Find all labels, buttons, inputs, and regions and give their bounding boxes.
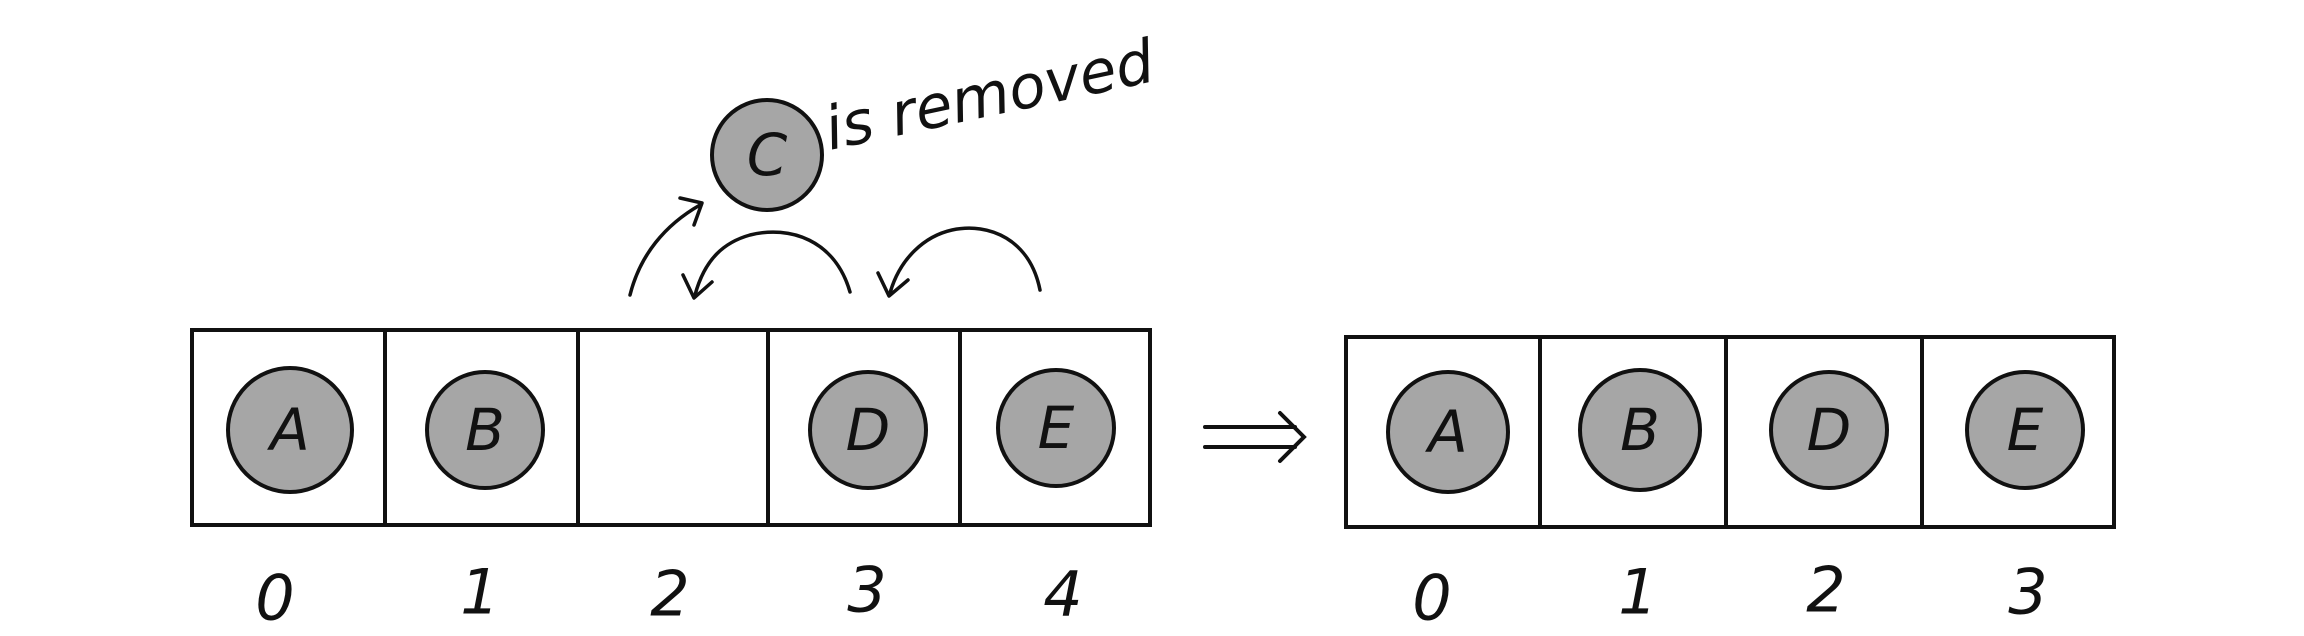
after-index-label: 1 xyxy=(1618,556,1657,629)
removed-ball xyxy=(710,98,824,212)
after-ball-label: D xyxy=(1807,396,1852,464)
after-ball xyxy=(1578,368,1702,492)
before-ball xyxy=(425,370,545,490)
removed-element: C is removed xyxy=(710,27,1161,212)
array-before: A B D E 0 1 2 3 4 xyxy=(190,328,1152,635)
after-ball-label: A xyxy=(1424,398,1468,466)
before-ball-label: D xyxy=(846,396,891,464)
after-ball-label: E xyxy=(2007,396,2044,464)
after-ball xyxy=(1769,370,1889,490)
before-ball-label: E xyxy=(1038,394,1075,462)
before-index-label: 0 xyxy=(255,562,294,635)
array-after: A B D E 0 1 2 3 xyxy=(1344,335,2116,635)
arrow-e-shift-left xyxy=(888,226,1042,295)
arrow-d-shift-left-head xyxy=(681,273,714,300)
before-ball-label: B xyxy=(465,396,505,464)
before-index-label: 1 xyxy=(460,556,499,629)
before-ball xyxy=(808,370,928,490)
before-slot xyxy=(958,328,1152,527)
before-index-label: 3 xyxy=(847,554,886,627)
arrow-up-to-removed-head xyxy=(678,196,704,227)
arrow-up-to-removed xyxy=(628,203,702,297)
after-index-label: 2 xyxy=(1806,554,1845,627)
after-slot xyxy=(1920,335,2116,529)
implies-arrow-head xyxy=(1278,411,1307,463)
before-index-label: 4 xyxy=(1043,558,1082,631)
after-index-label: 0 xyxy=(1412,562,1451,635)
arrow-d-shift-left xyxy=(693,230,852,297)
before-slot xyxy=(576,328,770,527)
shift-arrows xyxy=(628,196,1042,300)
before-index-label: 2 xyxy=(650,558,689,631)
arrow-e-shift-left-head xyxy=(876,271,910,298)
after-ball xyxy=(1965,370,2085,490)
before-ball xyxy=(226,366,354,494)
before-ball xyxy=(996,368,1116,488)
before-ball-label: A xyxy=(266,396,310,464)
after-ball xyxy=(1386,370,1510,494)
after-index-label: 3 xyxy=(2008,556,2047,629)
removed-ball-label: C xyxy=(747,121,788,189)
after-ball-label: B xyxy=(1620,396,1660,464)
implies-arrow xyxy=(1203,411,1307,463)
removed-caption: is removed xyxy=(819,27,1161,165)
